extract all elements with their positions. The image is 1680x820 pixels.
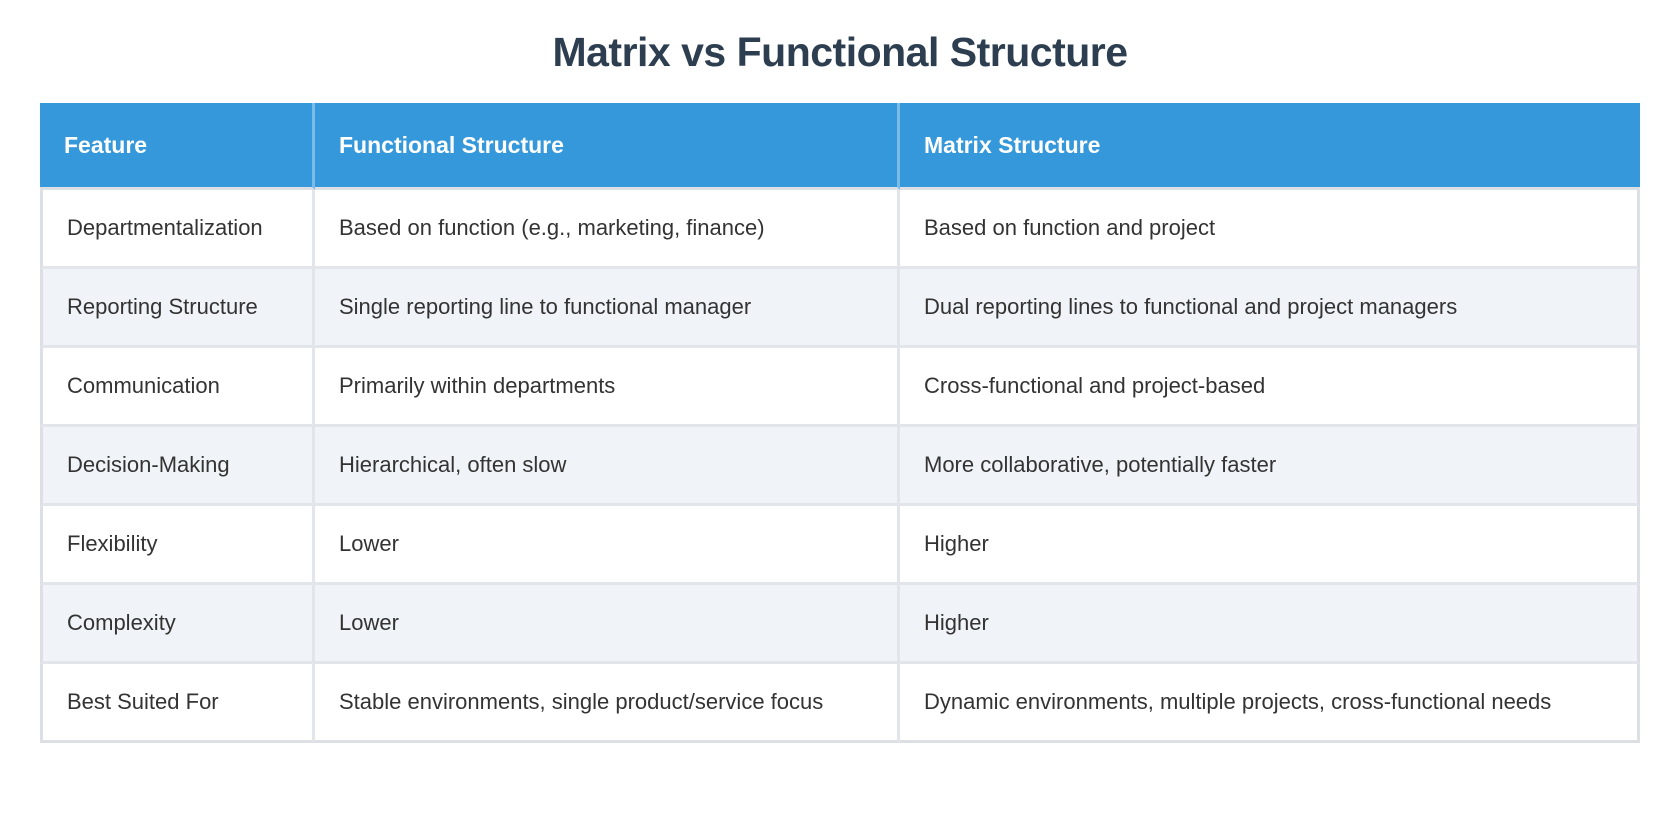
matrix-cell: Higher	[900, 506, 1640, 586]
page-title: Matrix vs Functional Structure	[552, 29, 1128, 75]
matrix-cell: Based on function and project	[900, 190, 1640, 270]
feature-cell: Reporting Structure	[40, 269, 315, 349]
feature-cell: Communication	[40, 348, 315, 428]
matrix-cell: Cross-functional and project-based	[900, 348, 1640, 428]
functional-cell: Based on function (e.g., marketing, fina…	[315, 190, 900, 270]
functional-cell: Single reporting line to functional mana…	[315, 269, 900, 349]
feature-cell: Decision-Making	[40, 427, 315, 507]
header-functional: Functional Structure	[315, 103, 900, 191]
functional-cell: Primarily within departments	[315, 348, 900, 428]
header-feature: Feature	[40, 103, 315, 191]
header-matrix: Matrix Structure	[900, 103, 1640, 191]
matrix-cell: Dual reporting lines to functional and p…	[900, 269, 1640, 349]
feature-cell: Flexibility	[40, 506, 315, 586]
functional-cell: Lower	[315, 506, 900, 586]
comparison-table: Feature Functional Structure Matrix Stru…	[40, 103, 1640, 744]
header-row: Feature Functional Structure Matrix Stru…	[40, 103, 1640, 191]
table-header: Feature Functional Structure Matrix Stru…	[40, 103, 1640, 191]
functional-cell: Hierarchical, often slow	[315, 427, 900, 507]
feature-cell: Best Suited For	[40, 664, 315, 744]
matrix-cell: Dynamic environments, multiple projects,…	[900, 664, 1640, 744]
feature-cell: Complexity	[40, 585, 315, 665]
feature-cell: Departmentalization	[40, 190, 315, 270]
matrix-cell: More collaborative, potentially faster	[900, 427, 1640, 507]
functional-cell: Lower	[315, 585, 900, 665]
matrix-cell: Higher	[900, 585, 1640, 665]
functional-cell: Stable environments, single product/serv…	[315, 664, 900, 744]
